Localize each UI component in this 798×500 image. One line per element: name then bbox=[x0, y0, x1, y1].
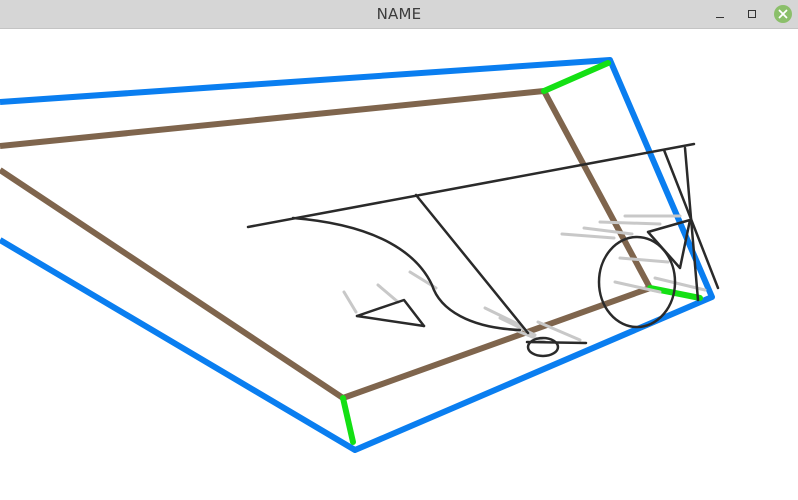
window-title: NAME bbox=[376, 5, 422, 23]
maximize-icon bbox=[748, 10, 756, 18]
line-drawing bbox=[246, 142, 720, 358]
hatch-line bbox=[613, 280, 662, 294]
connector-bottom bbox=[340, 395, 356, 445]
hatch-line bbox=[536, 320, 582, 342]
ellipse-tail bbox=[525, 340, 588, 345]
connector-top bbox=[541, 60, 611, 94]
maximize-button[interactable] bbox=[742, 4, 762, 24]
right-circle bbox=[597, 235, 677, 329]
hatch-line bbox=[498, 316, 537, 337]
hatch-line bbox=[513, 328, 547, 344]
left-triangle-base bbox=[355, 314, 426, 328]
right-triangle bbox=[646, 218, 692, 270]
hatch-line bbox=[618, 256, 670, 264]
outer-frame bbox=[0, 57, 715, 453]
left-triangle bbox=[355, 298, 426, 328]
right-vertical-2 bbox=[683, 146, 700, 302]
close-button[interactable] bbox=[773, 4, 793, 24]
curve-shape bbox=[291, 216, 522, 332]
close-icon bbox=[774, 5, 792, 23]
horizon-line bbox=[246, 142, 696, 229]
hatching bbox=[342, 214, 707, 344]
inner-frame bbox=[0, 88, 653, 401]
minimize-button[interactable] bbox=[710, 4, 730, 24]
hatch-line bbox=[582, 226, 634, 236]
drawing-canvas[interactable] bbox=[0, 29, 798, 500]
title-bar[interactable]: NAME bbox=[0, 0, 798, 29]
hatch-line bbox=[342, 290, 358, 314]
hatch-line bbox=[560, 232, 616, 240]
frame-connectors bbox=[340, 60, 703, 445]
minimize-icon bbox=[716, 17, 724, 18]
small-ellipse bbox=[526, 336, 560, 358]
hatch-line bbox=[376, 283, 400, 304]
hatch-line bbox=[483, 306, 522, 327]
diagonal-line bbox=[414, 193, 530, 335]
hatch-line bbox=[598, 220, 662, 226]
